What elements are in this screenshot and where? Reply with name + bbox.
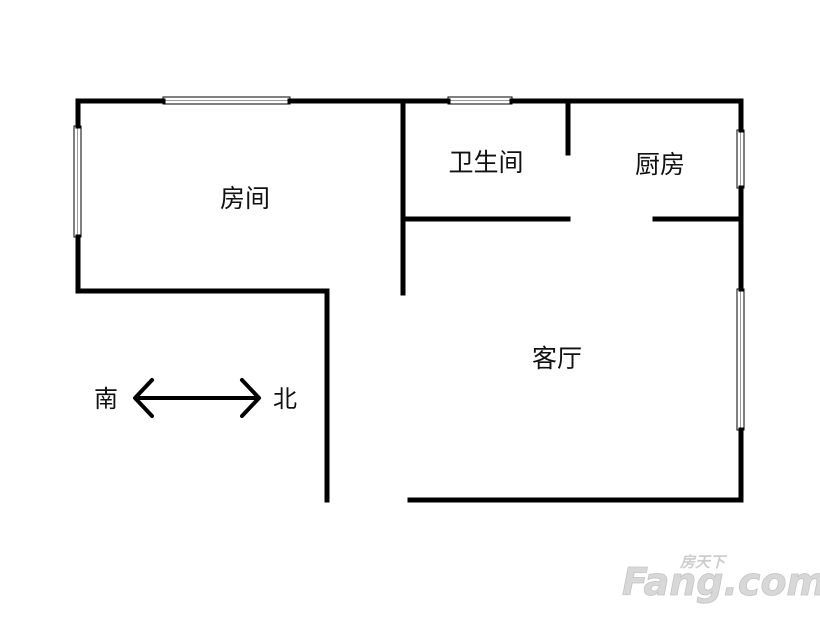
arrow-left-head-icon	[133, 378, 154, 418]
arrow-right-head-icon	[240, 378, 261, 418]
direction-north-label: 北	[273, 385, 297, 413]
window-bedroom-top	[162, 96, 291, 105]
room-label-kitchen: 厨房	[635, 150, 685, 179]
room-label-bathroom: 卫生间	[448, 148, 523, 177]
fang-watermark-logo: 房天下 Fang.com	[622, 553, 820, 604]
room-label-bedroom: 房间	[220, 184, 270, 213]
window-kitchen-right	[736, 129, 745, 189]
direction-south-label: 南	[94, 385, 118, 413]
window-bathroom-top	[447, 96, 513, 105]
window-living-right	[736, 288, 745, 431]
orientation-indicator: 南 北	[94, 378, 297, 418]
window-bedroom-left	[73, 125, 82, 238]
windows	[73, 96, 745, 431]
room-label-living-room: 客厅	[532, 344, 582, 373]
watermark-brand-text: Fang.com	[622, 560, 820, 604]
walls	[75, 98, 744, 503]
watermark-small-text: 房天下	[679, 553, 728, 571]
